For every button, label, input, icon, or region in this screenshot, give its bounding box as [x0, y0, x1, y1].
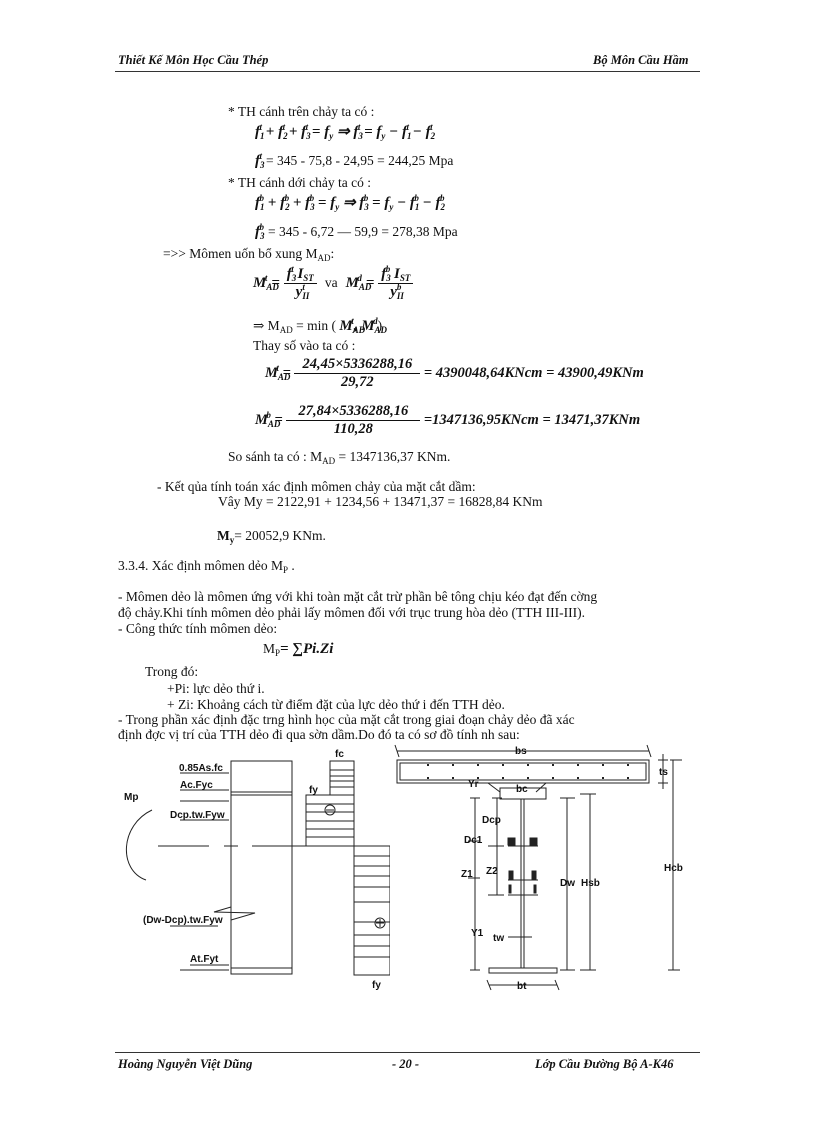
- para2-line2: định đợc vị trí của TTH dẻo đi qua sờn d…: [118, 727, 520, 742]
- zi-definition: + Zi: Khoảng cách từ điểm đặt của lực dẻ…: [167, 697, 505, 712]
- footer-left: Hoàng Nguyễn Việt Dũng: [118, 1057, 253, 1071]
- header-rule: [115, 71, 700, 72]
- top-flange-calc-value: = 345 - 75,8 - 24,95 = 244,25 Mpa: [266, 153, 454, 168]
- yield-sum: Vây My = 2122,91 + 1234,56 + 13471,37 = …: [218, 494, 543, 509]
- force-label-bottom-flange: At.Fyt: [190, 954, 219, 965]
- where-label: Trong đó:: [145, 664, 199, 679]
- dim-label-hcb: Hcb: [664, 863, 683, 874]
- force-label-top-flange: Ac.Fyc: [180, 780, 213, 791]
- footer-page-number: - 20 -: [392, 1057, 420, 1071]
- footer-rule: [115, 1052, 700, 1053]
- bottom-flange-calc: f3b = 345 - 6,72 — 59,9 = 278,38 Mpa: [255, 222, 458, 241]
- pi-definition: +Pi: lực dẻo thứ i.: [167, 681, 265, 696]
- dim-label-bc: bc: [516, 784, 528, 795]
- cross-section-diagram: bs ts Yr bc Dcp Dc1 Z1 Z2 Y1 tw Dw Hsb H…: [394, 744, 683, 992]
- dim-label-tw: tw: [493, 933, 504, 944]
- moment-label: Mp: [124, 792, 138, 803]
- dim-label-dw: Dw: [560, 878, 575, 889]
- dim-label-bt: bt: [517, 981, 527, 992]
- mad-intro: =>> Mômen uốn bổ xung MAD:: [163, 246, 335, 263]
- stress-label-fy-top: fy: [309, 785, 318, 796]
- dim-label-dc1: Dc1: [464, 835, 483, 846]
- dim-label-z2: Z2: [486, 866, 498, 877]
- para1-line2: độ chảy.Khi tính mômen dẻo phải lấy môme…: [118, 605, 586, 620]
- mp-formula: MP= ∑Pi.Zi: [263, 641, 334, 658]
- footer-right: Lớp Cầu Đường Bộ A-K46: [535, 1057, 674, 1071]
- bottom-flange-title: * TH cánh dới chảy ta có :: [228, 175, 371, 190]
- dim-label-dcp: Dcp: [482, 815, 501, 826]
- para2-line1: - Trong phần xác định đặc trng hình học …: [118, 712, 575, 727]
- formula-intro: - Công thức tính mômen dẻo:: [118, 621, 278, 636]
- bottom-flange-formula: f1b + f2b + f3b = fy ⇒ f3b = fy − f1b − …: [255, 193, 446, 212]
- top-flange-calc: f3t = 345 - 75,8 - 24,95 = 244,25 Mpa: [255, 151, 454, 170]
- para1-line1: - Mômen dẻo là mômen ứng với khi toàn mặ…: [118, 589, 598, 604]
- stress-distribution-diagram: 0.85As.fc Ac.Fyc Dcp.tw.Fyw Mp (Dw-Dcp).…: [124, 749, 390, 991]
- force-label-web-compression: Dcp.tw.Fyw: [170, 810, 225, 821]
- header-left: Thiết Kế Môn Học Cầu Thép: [118, 53, 269, 67]
- top-flange-title: * TH cánh trên chảy ta có :: [228, 104, 375, 119]
- dim-label-y1: Y1: [471, 928, 484, 939]
- top-flange-formula: f1t + f2t + f3t = fy ⇒ f3t = fy − f1t − …: [255, 122, 436, 141]
- dim-label-hsb: Hsb: [581, 878, 600, 889]
- bottom-flange-calc-value: = 345 - 6,72 — 59,9 = 278,38 Mpa: [268, 224, 458, 239]
- force-label-web-tension: (Dw-Dcp).tw.Fyw: [143, 915, 223, 926]
- section-heading: 3.3.4. Xác định mômen dẻo MP .: [118, 558, 295, 575]
- mad-compare: So sánh ta có : MAD = 1347136,37 KNm.: [228, 449, 451, 466]
- dim-label-z1: Z1: [461, 869, 473, 880]
- yield-my: My= 20052,9 KNm.: [217, 528, 326, 545]
- dim-label-bs: bs: [515, 746, 527, 757]
- mad-substitute: Thay số vào ta có :: [253, 338, 356, 353]
- yield-intro: - Kết qủa tính toán xác định mômen chảy …: [157, 479, 476, 494]
- force-label-concrete: 0.85As.fc: [179, 763, 223, 774]
- stress-label-fy-bottom: fy: [372, 980, 381, 991]
- dim-label-ts: ts: [659, 767, 668, 778]
- dim-label-yr: Yr: [468, 779, 479, 790]
- stress-label-fc: fc: [335, 749, 344, 760]
- header-right: Bộ Môn Cầu Hầm: [593, 53, 689, 67]
- mad-min: ⇒ MAD = min ( MADt, MADd): [253, 316, 388, 335]
